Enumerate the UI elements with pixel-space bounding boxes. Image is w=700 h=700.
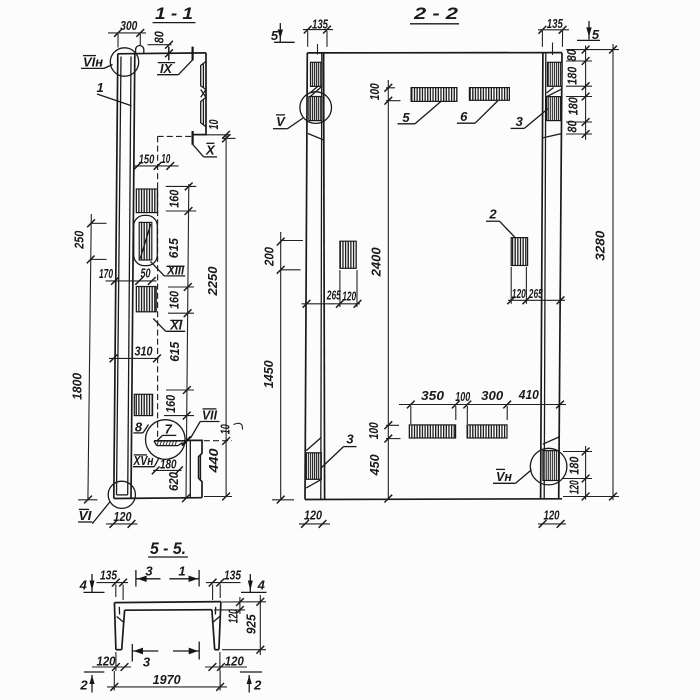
svg-text:135: 135 [224,569,242,583]
svg-text:X: X [205,142,216,157]
svg-text:120: 120 [225,654,244,668]
svg-text:4: 4 [257,578,266,593]
svg-text:120: 120 [567,480,581,494]
svg-text:410: 410 [518,388,539,402]
svg-text:440: 440 [207,448,221,473]
svg-text:2400: 2400 [370,247,384,277]
svg-text:300: 300 [120,19,137,33]
svg-text:1450: 1450 [262,360,276,388]
svg-text:120: 120 [342,289,356,303]
svg-text:10: 10 [161,152,170,166]
svg-text:8: 8 [135,419,143,434]
svg-text:VIн: VIн [83,55,103,70]
svg-text:2250: 2250 [206,266,220,296]
svg-text:80: 80 [565,49,579,61]
svg-text:2: 2 [488,207,497,222]
svg-text:120: 120 [512,287,526,301]
svg-text:160: 160 [164,395,178,413]
svg-text:180: 180 [160,457,177,471]
svg-text:XVн: XVн [133,453,154,468]
svg-text:925: 925 [244,613,258,634]
svg-text:3: 3 [346,432,354,447]
svg-text:170: 170 [99,267,113,281]
svg-text:3: 3 [516,114,524,129]
svg-text:120: 120 [114,510,132,524]
svg-text:615: 615 [168,341,182,362]
svg-text:160: 160 [168,291,182,309]
svg-text:180: 180 [566,67,580,85]
svg-text:5: 5 [271,28,279,43]
svg-text:10: 10 [218,424,232,434]
svg-text:6: 6 [460,109,468,124]
svg-text:1: 1 [97,80,104,95]
svg-text:620: 620 [167,472,181,491]
svg-text:135: 135 [547,17,564,31]
svg-text:V: V [276,114,286,129]
svg-text:XIII: XIII [166,262,184,277]
svg-text:120: 120 [304,508,322,522]
svg-text:200: 200 [263,247,277,267]
svg-text:XI: XI [169,318,182,333]
svg-text:120: 120 [97,654,116,668]
svg-text:IX: IX [160,61,173,76]
svg-text:10: 10 [207,119,221,129]
svg-text:150: 150 [139,153,155,167]
svg-text:5: 5 [402,110,410,125]
svg-text:180: 180 [567,457,581,475]
svg-text:120: 120 [544,508,560,522]
svg-text:1800: 1800 [71,373,85,400]
svg-text:450: 450 [368,454,382,476]
svg-text:2: 2 [253,678,262,693]
svg-text:7: 7 [165,422,173,437]
svg-text:3: 3 [145,564,153,579]
svg-text:1970: 1970 [153,673,181,687]
svg-text:4: 4 [79,578,88,593]
svg-text:3280: 3280 [593,231,607,261]
svg-text:265: 265 [326,289,341,303]
svg-text:5: 5 [592,27,600,42]
svg-text:1 - 1: 1 - 1 [155,4,193,23]
svg-text:265: 265 [528,287,543,301]
svg-text:Vн: Vн [496,469,512,484]
svg-text:310: 310 [135,345,153,359]
svg-text:1: 1 [178,564,185,579]
svg-text:100: 100 [368,83,382,100]
svg-text:5 - 5.: 5 - 5. [150,539,186,558]
svg-text:250: 250 [73,231,87,250]
svg-text:615: 615 [167,237,181,258]
svg-text:350: 350 [421,389,444,403]
svg-text:80: 80 [153,31,167,43]
svg-text:135: 135 [312,17,329,31]
svg-text:50: 50 [141,266,151,280]
svg-text:100: 100 [367,422,381,439]
svg-text:300: 300 [481,389,503,403]
svg-text:160: 160 [168,190,182,208]
svg-text:135: 135 [100,569,118,583]
svg-text:3: 3 [143,654,151,669]
svg-text:80: 80 [566,120,580,132]
svg-text:VII: VII [202,408,217,423]
svg-text:VI: VI [79,508,92,523]
svg-text:180: 180 [566,97,580,115]
svg-text:2: 2 [79,678,88,693]
svg-text:2 - 2: 2 - 2 [413,4,459,23]
